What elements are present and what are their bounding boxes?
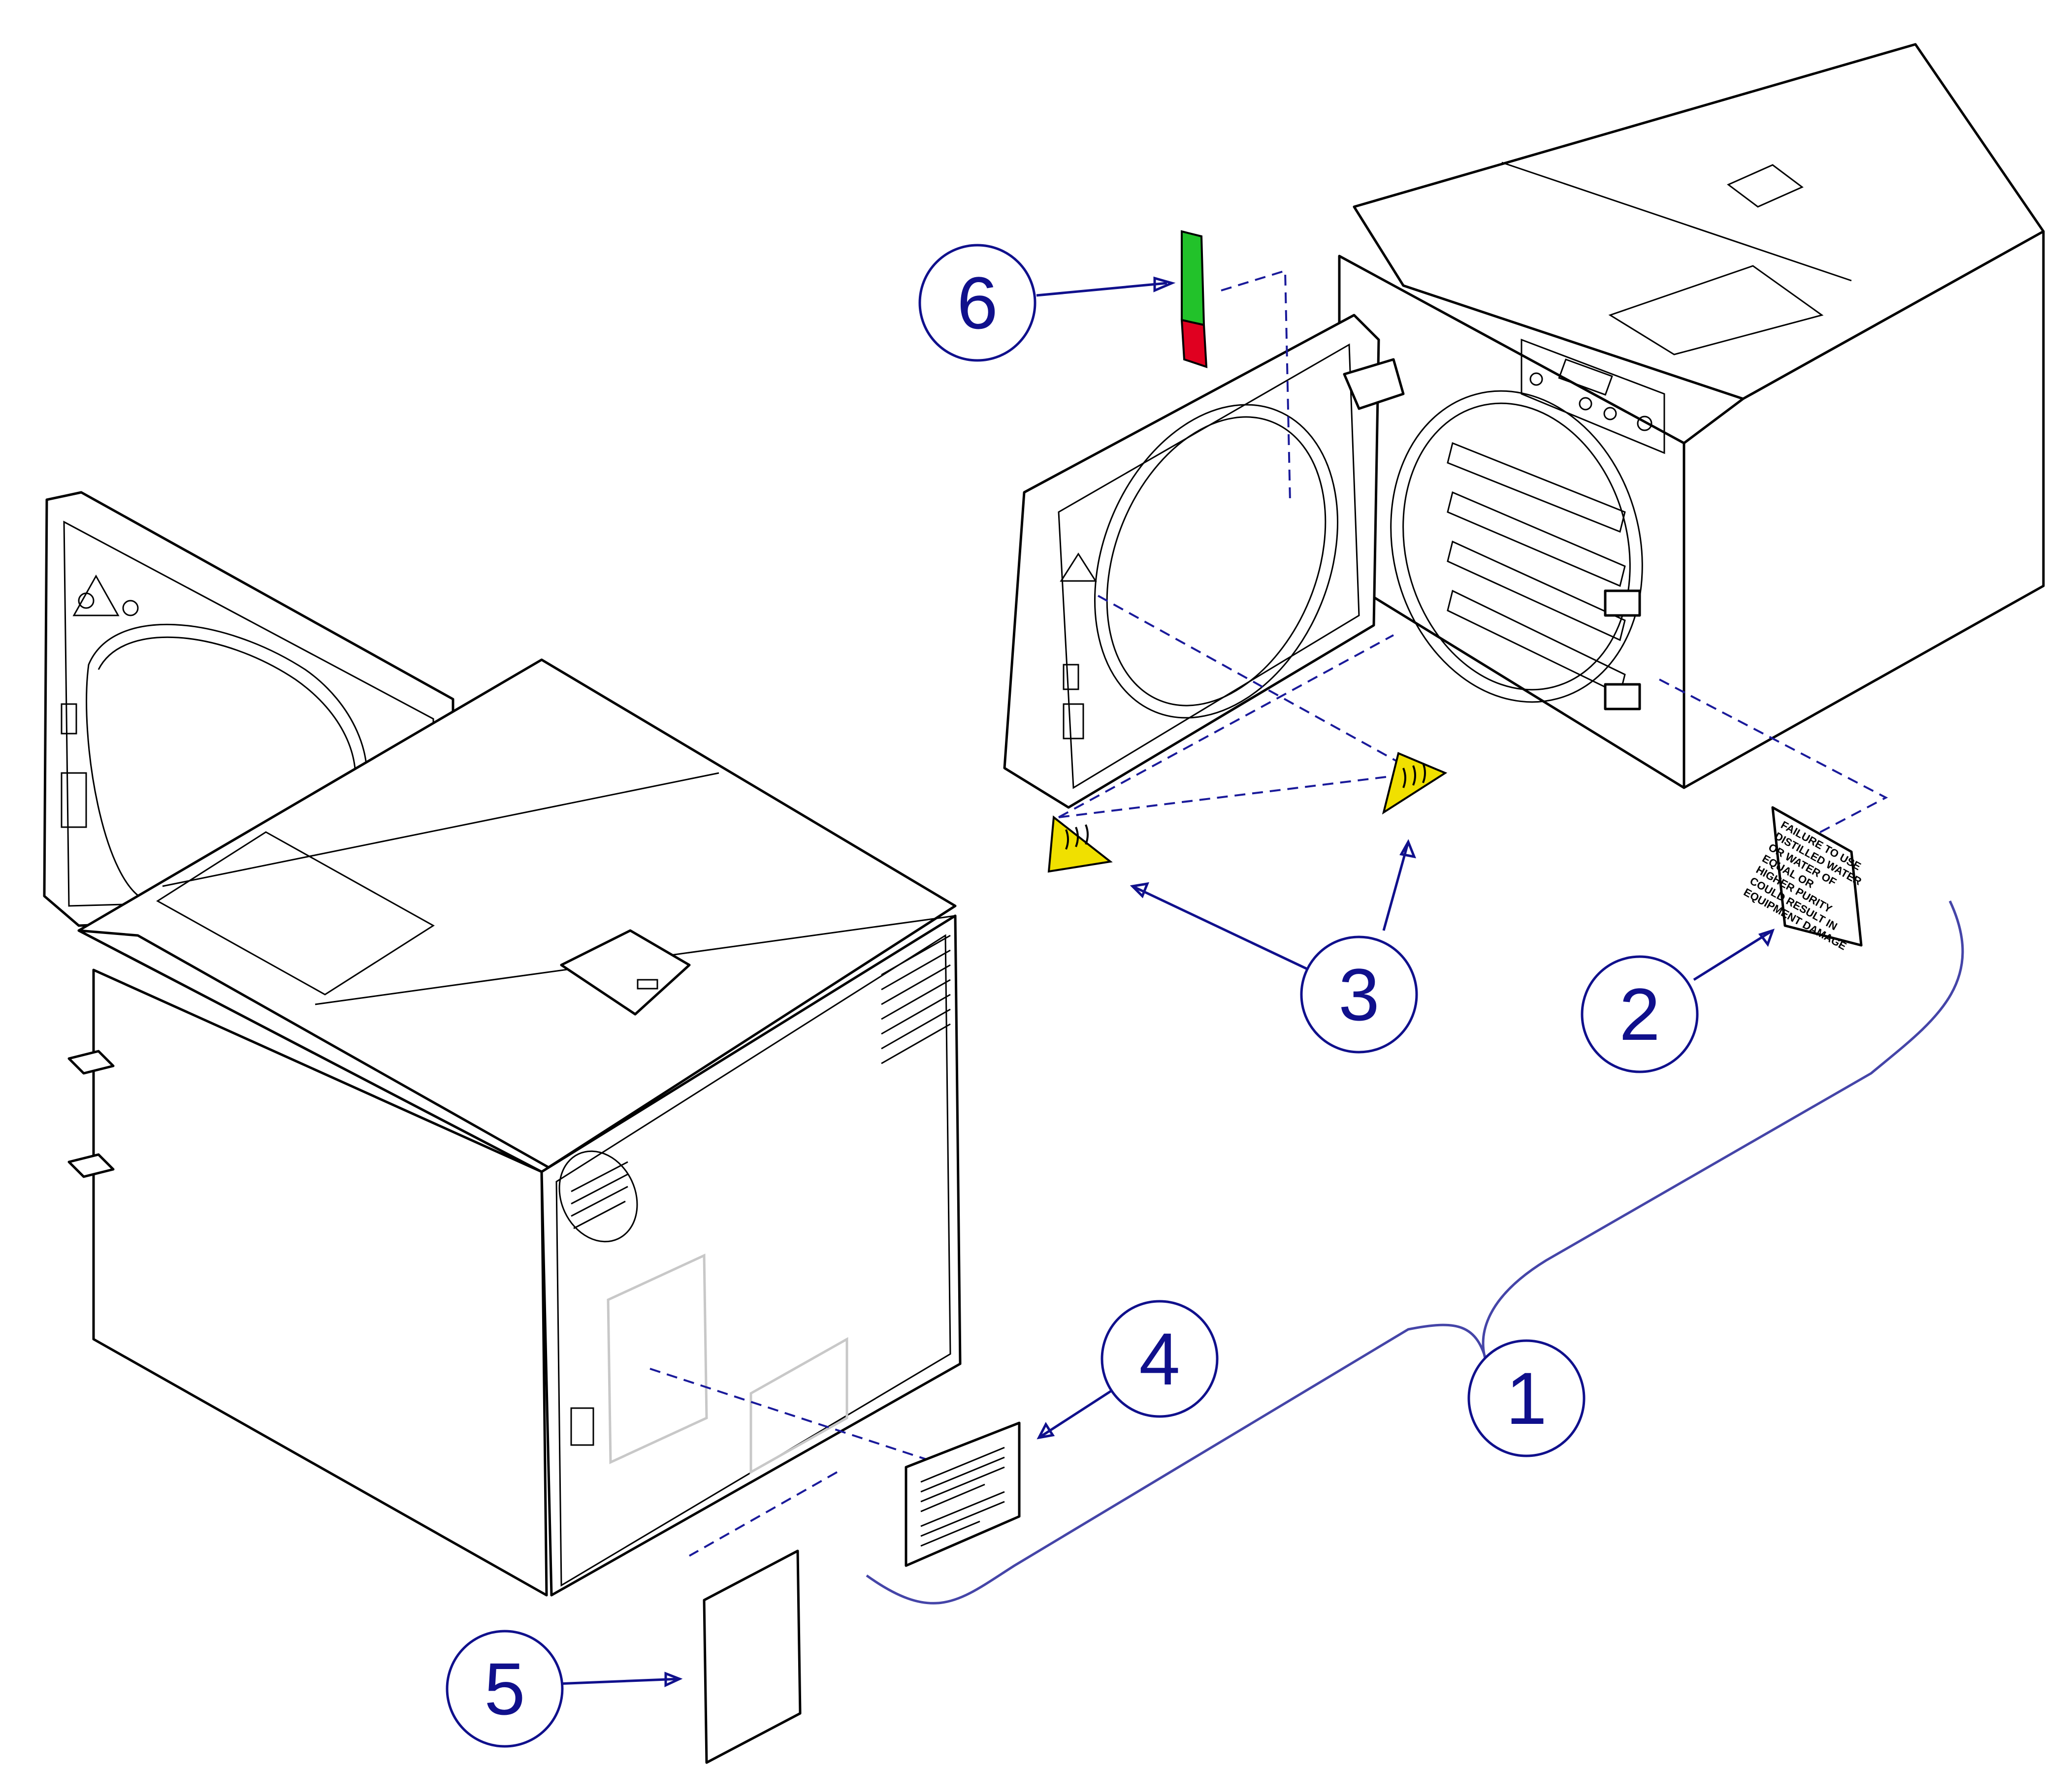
- callout-number: 3: [1338, 953, 1379, 1036]
- callout-6: 6: [918, 244, 1036, 362]
- callout-4: 4: [1101, 1300, 1219, 1418]
- rear-electrical-label: [905, 1421, 1021, 1567]
- sterilizer-front-view: [1003, 43, 2045, 809]
- callout-number: 4: [1139, 1318, 1180, 1400]
- water-warning-label: FAILURE TO USE DISTILLED WATER OR WATER …: [1742, 806, 1864, 953]
- callout-2: 2: [1581, 955, 1699, 1073]
- callout-3: 3: [1300, 935, 1418, 1054]
- callout-number: 2: [1619, 973, 1660, 1056]
- hot-surface-warning-icon: [1047, 815, 1113, 873]
- level-indicator-strip: [1180, 230, 1208, 368]
- rear-vent-slots: [881, 934, 951, 1064]
- callout-number: 5: [484, 1647, 525, 1730]
- power-inlet: [570, 1407, 594, 1446]
- callout-number: 1: [1506, 1357, 1547, 1440]
- callout-number: 6: [957, 261, 998, 344]
- chamber-opening: [1390, 390, 1643, 703]
- fan-grille: [558, 1150, 638, 1243]
- blank-panel: [703, 1549, 802, 1764]
- callout-1: 1: [1467, 1339, 1586, 1457]
- callout-leaders: [556, 276, 1775, 1687]
- control-panel: [1521, 338, 1665, 454]
- placement-lines: [649, 269, 1888, 1557]
- door-gasket: [1094, 404, 1338, 719]
- hot-surface-warning-icon: [1382, 752, 1448, 815]
- sterilizer-rear-view: [43, 491, 962, 1597]
- callout-1-bracket: [866, 900, 1964, 1605]
- callout-5: 5: [446, 1630, 564, 1748]
